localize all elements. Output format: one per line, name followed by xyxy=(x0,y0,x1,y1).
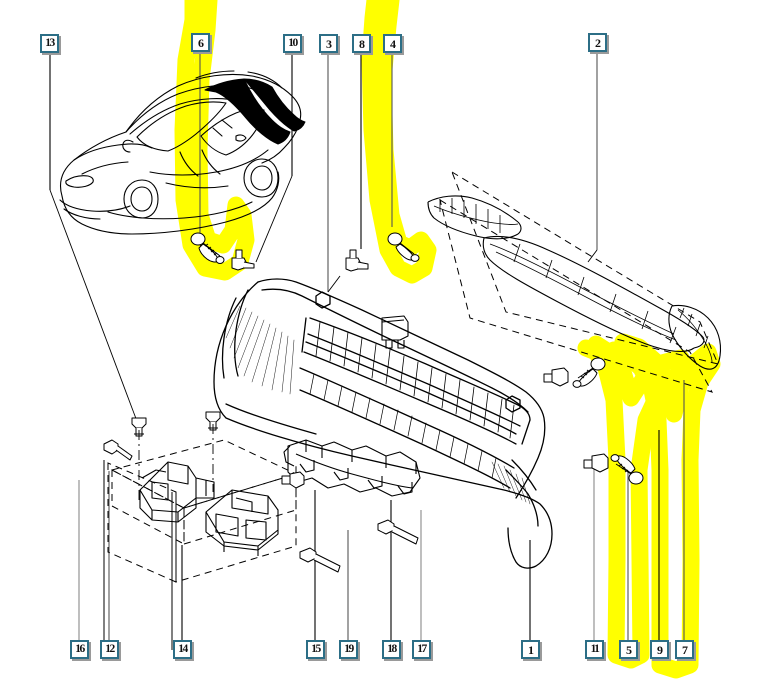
callout-label-15[interactable]: 15 xyxy=(306,640,325,659)
highlight-around-4 xyxy=(361,0,437,284)
callout-label-16[interactable]: 16 xyxy=(70,640,89,659)
callout-label-10[interactable]: 10 xyxy=(283,34,302,53)
callout-label-7[interactable]: 7 xyxy=(675,640,694,659)
rivet-icon xyxy=(377,519,419,545)
clip-nut-icon xyxy=(231,249,255,271)
callout-label-5[interactable]: 5 xyxy=(619,640,638,659)
highlight-around-7 xyxy=(605,333,721,679)
fastener-group-lower xyxy=(103,411,419,573)
leader-line-layer xyxy=(49,52,685,640)
callout-label-4[interactable]: 4 xyxy=(383,34,402,53)
fastener-group-right xyxy=(543,357,644,485)
rear-bumper-cover xyxy=(213,278,553,569)
callout-label-1[interactable]: 1 xyxy=(521,640,540,659)
callout-label-3[interactable]: 3 xyxy=(319,34,338,53)
callout-label-18[interactable]: 18 xyxy=(382,640,401,659)
screw-icon xyxy=(572,357,606,388)
rivet-icon xyxy=(299,547,341,573)
callout-label-12[interactable]: 12 xyxy=(100,640,119,659)
screw-icon xyxy=(387,232,420,262)
highlight-around-6 xyxy=(174,0,255,281)
callout-label-17[interactable]: 17 xyxy=(412,640,431,659)
clip-nut-icon xyxy=(583,453,609,473)
callout-label-13[interactable]: 13 xyxy=(40,34,59,53)
screw-icon xyxy=(610,454,644,485)
bracket-assembly-group xyxy=(103,439,421,650)
clip-nut-icon xyxy=(345,249,369,272)
clip-nut-icon xyxy=(543,367,569,387)
highlight-layer xyxy=(174,0,721,679)
screw-icon xyxy=(190,232,225,264)
callout-label-8[interactable]: 8 xyxy=(352,34,371,53)
callout-label-19[interactable]: 19 xyxy=(339,640,358,659)
callout-label-11[interactable]: 11 xyxy=(585,640,604,659)
callout-label-9[interactable]: 9 xyxy=(650,640,669,659)
callout-label-2[interactable]: 2 xyxy=(588,33,607,52)
trim-strip-group xyxy=(427,170,722,393)
car-illustration xyxy=(59,70,306,235)
callout-label-14[interactable]: 14 xyxy=(173,640,192,659)
callout-label-6[interactable]: 6 xyxy=(191,33,210,52)
fastener-group-upper xyxy=(190,232,420,272)
callout-pointer-lines xyxy=(49,175,598,425)
highlight-around-5-and-9 xyxy=(577,335,692,669)
rivet-icon xyxy=(103,439,133,461)
small-bracket-part xyxy=(381,315,409,349)
clip-nut-icon xyxy=(281,471,305,489)
